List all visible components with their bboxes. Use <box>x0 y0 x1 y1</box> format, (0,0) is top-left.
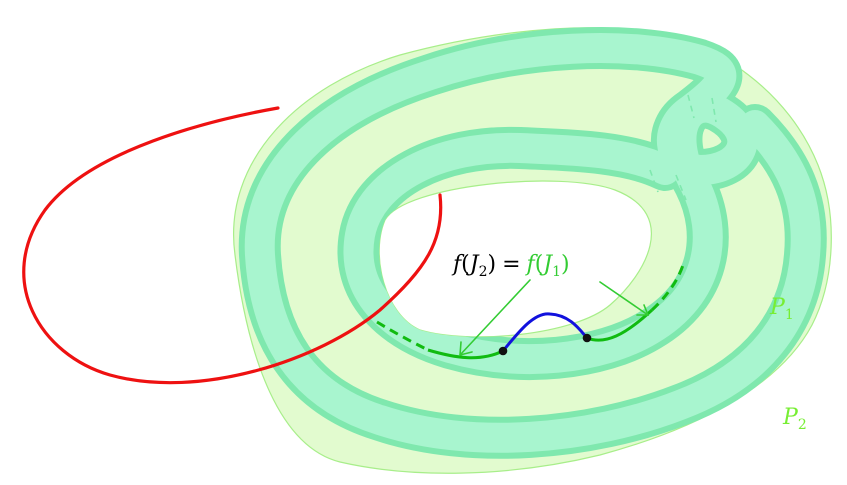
arrow-right-shaft <box>599 281 649 316</box>
eq-equals: = <box>502 252 520 277</box>
p2-letter: P <box>782 405 799 430</box>
blue-arc <box>501 312 589 352</box>
green-curve-left-dashed <box>376 320 429 352</box>
p2-label: P2 <box>782 405 807 433</box>
endpoint-dot-right <box>582 333 592 343</box>
arrow-right-head <box>636 304 650 316</box>
crossing-dash-2 <box>675 174 687 201</box>
endpoint-dot-left <box>498 346 508 356</box>
red-curve <box>22 106 443 385</box>
eq-lhs-close: ) <box>488 252 497 277</box>
eq-lhs-open: ( <box>461 252 470 277</box>
equation-label: f(J2)=f(J1) <box>451 252 570 280</box>
green-curve-right-dashed <box>650 264 685 312</box>
eq-lhs-J: J <box>466 252 480 277</box>
p1-label: P1 <box>769 295 794 323</box>
p2-sub: 2 <box>798 417 807 433</box>
green-curve-right <box>586 308 654 342</box>
eq-rhs-sub: 1 <box>552 264 561 280</box>
arrow-left-shaft <box>459 279 531 356</box>
p1-letter: P <box>769 295 786 320</box>
p1-sub: 1 <box>785 307 794 323</box>
eq-rhs-close: ) <box>561 252 570 277</box>
eq-rhs-J: J <box>539 252 553 277</box>
eq-lhs-sub: 2 <box>479 264 488 280</box>
label-arrows <box>459 279 650 357</box>
green-curve-left <box>427 348 504 360</box>
crossing-dash-4 <box>711 97 717 123</box>
crossing-dash-3 <box>687 94 695 119</box>
eq-rhs-open: ( <box>535 252 544 277</box>
crossing-dash-1 <box>649 169 659 193</box>
band-crossing-dashes <box>649 94 717 201</box>
arrow-left-head <box>459 341 473 357</box>
